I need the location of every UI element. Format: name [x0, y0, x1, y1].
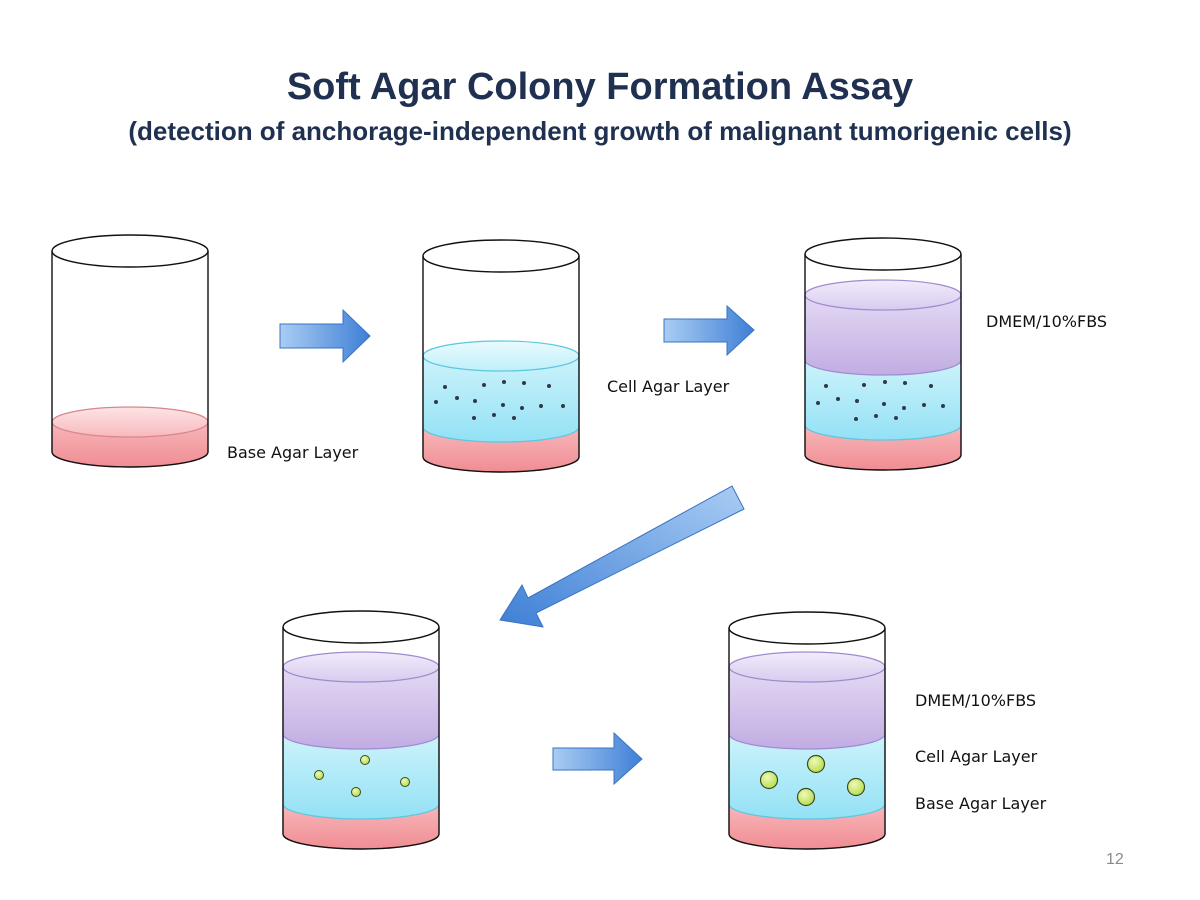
page-number: 12: [1106, 851, 1124, 868]
arrow-right-1: [279, 308, 371, 364]
label-dmem-fbs-2: DMEM/10%FBS: [915, 691, 1037, 710]
arrow-diagonal: [499, 485, 745, 628]
large-colonies: [759, 754, 866, 807]
label-base-agar-layer-2: Base Agar Layer: [915, 794, 1047, 813]
beaker-step-1: [51, 234, 209, 468]
label-cell-agar-layer: Cell Agar Layer: [607, 377, 730, 396]
arrow-right-2: [663, 304, 755, 357]
single-cells: [434, 380, 565, 420]
beaker-step-2: [422, 239, 580, 473]
beaker-step-5: [728, 611, 886, 850]
label-dmem-fbs: DMEM/10%FBS: [986, 312, 1108, 331]
slide-title: Soft Agar Colony Formation Assay: [286, 66, 914, 108]
label-cell-agar-layer-2: Cell Agar Layer: [915, 747, 1038, 766]
single-cells: [816, 380, 945, 421]
beaker-step-4: [282, 610, 440, 850]
label-base-agar-layer: Base Agar Layer: [227, 443, 359, 462]
beaker-step-3: [804, 237, 962, 471]
slide-subtitle: (detection of anchorage-independent grow…: [128, 116, 1072, 146]
small-colonies: [314, 755, 410, 797]
arrow-right-3: [552, 731, 643, 786]
